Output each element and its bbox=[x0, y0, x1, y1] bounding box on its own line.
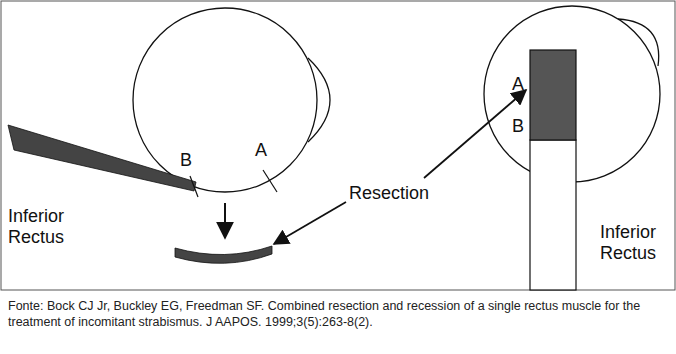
point-letter: B bbox=[512, 116, 524, 137]
muscle-band bbox=[530, 140, 576, 290]
point-mark bbox=[263, 170, 277, 192]
figure-frame bbox=[1, 1, 675, 290]
source-caption: Fonte: Bock CJ Jr, Buckley EG, Freedman … bbox=[8, 298, 668, 331]
point-letter: B bbox=[180, 150, 192, 171]
resected-segment bbox=[175, 246, 272, 263]
resected-part bbox=[530, 50, 576, 140]
muscle-name: Inferior Rectus bbox=[8, 206, 88, 247]
point-letter: A bbox=[255, 140, 267, 161]
leader-arrow bbox=[274, 202, 346, 244]
muscle-name: Inferior Rectus bbox=[600, 222, 672, 263]
process-note: Resection bbox=[349, 183, 429, 204]
leader-arrow bbox=[424, 90, 526, 178]
down-arrow bbox=[224, 203, 226, 238]
cornea-outline bbox=[618, 19, 659, 66]
point-letter: A bbox=[512, 74, 524, 95]
point-mark bbox=[190, 176, 198, 197]
eyeball-outline bbox=[133, 8, 317, 192]
cornea-outline bbox=[308, 58, 330, 142]
inferior-rectus-muscle bbox=[8, 125, 196, 191]
